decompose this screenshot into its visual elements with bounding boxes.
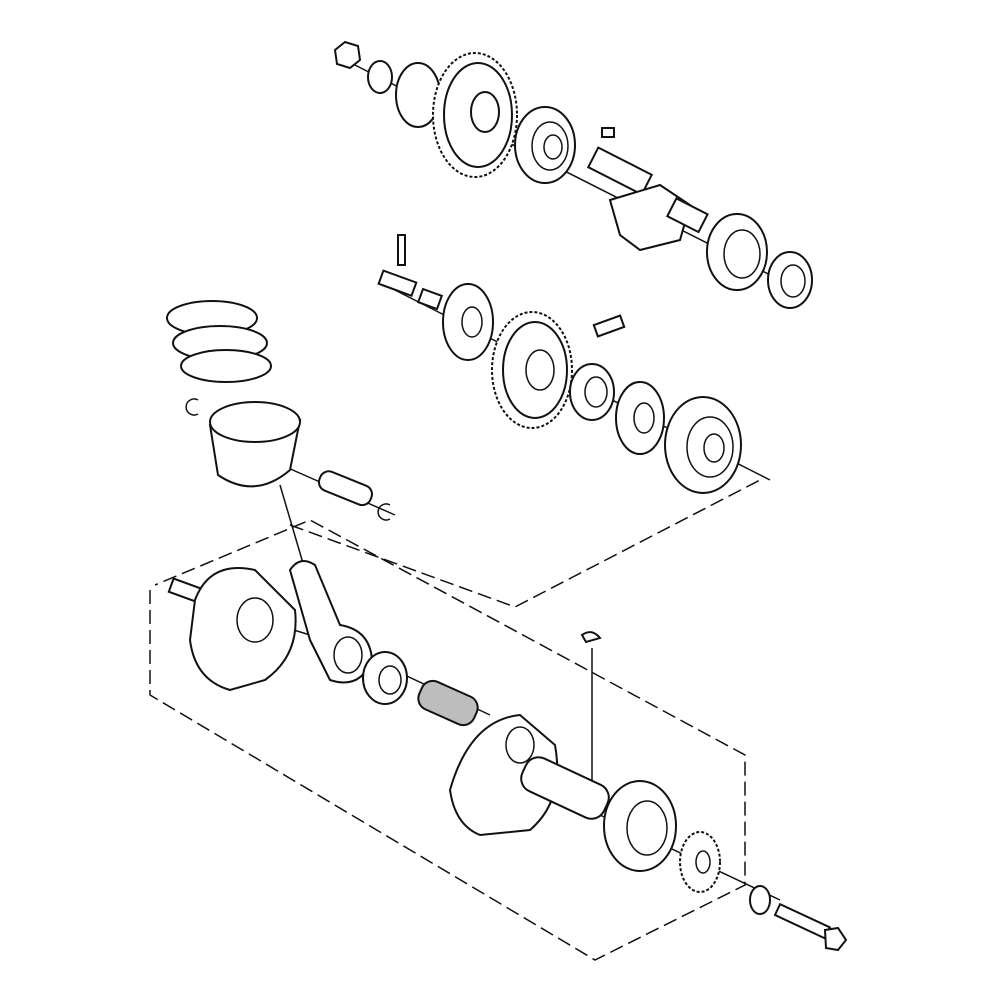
crankshaft-assembly-boundary — [149, 519, 746, 961]
camshaft-assembly — [333, 40, 813, 309]
rod-axis — [279, 484, 306, 571]
piston-icon[interactable] — [208, 401, 302, 488]
bearing-icon[interactable] — [706, 213, 768, 291]
piston-assembly — [166, 300, 391, 521]
shaft-pin-icon[interactable] — [377, 269, 418, 298]
piston-ring-icon[interactable] — [180, 349, 272, 383]
pin-icon[interactable] — [397, 234, 406, 266]
washer-icon[interactable] — [749, 885, 771, 915]
bolt-icon[interactable] — [773, 902, 848, 952]
gear-icon[interactable] — [491, 311, 573, 429]
crank-pin-icon[interactable] — [414, 677, 481, 729]
lock-washer-icon[interactable] — [367, 60, 393, 94]
circlip-icon[interactable] — [185, 398, 199, 416]
crank-half-icon[interactable] — [448, 713, 613, 837]
bearing-icon[interactable] — [514, 106, 576, 184]
sprocket-icon[interactable] — [679, 831, 721, 893]
balancer-to-crank-leader — [289, 479, 761, 608]
needle-bearing-icon[interactable] — [362, 651, 408, 705]
crank-half-icon[interactable] — [167, 567, 297, 692]
collar-icon[interactable] — [569, 363, 615, 421]
circlip-icon[interactable] — [377, 503, 391, 521]
woodruff-key-icon[interactable] — [601, 127, 615, 138]
balancer-assembly — [377, 234, 742, 494]
connecting-rod-icon[interactable] — [288, 560, 374, 684]
cam-gear-icon[interactable] — [432, 52, 518, 178]
spring-icon[interactable] — [592, 314, 626, 338]
nut-icon[interactable] — [333, 40, 362, 70]
woodruff-key-icon[interactable] — [580, 631, 602, 644]
bearing-icon[interactable] — [767, 251, 813, 309]
bearing-icon[interactable] — [664, 396, 742, 494]
camshaft-icon[interactable] — [586, 146, 709, 252]
spring-icon[interactable] — [416, 287, 444, 311]
piston-pin-icon[interactable] — [316, 469, 374, 508]
bearing-icon[interactable] — [603, 780, 677, 872]
plate-icon[interactable] — [615, 381, 665, 455]
crankshaft-assembly — [167, 560, 848, 952]
plate-icon[interactable] — [442, 283, 494, 361]
